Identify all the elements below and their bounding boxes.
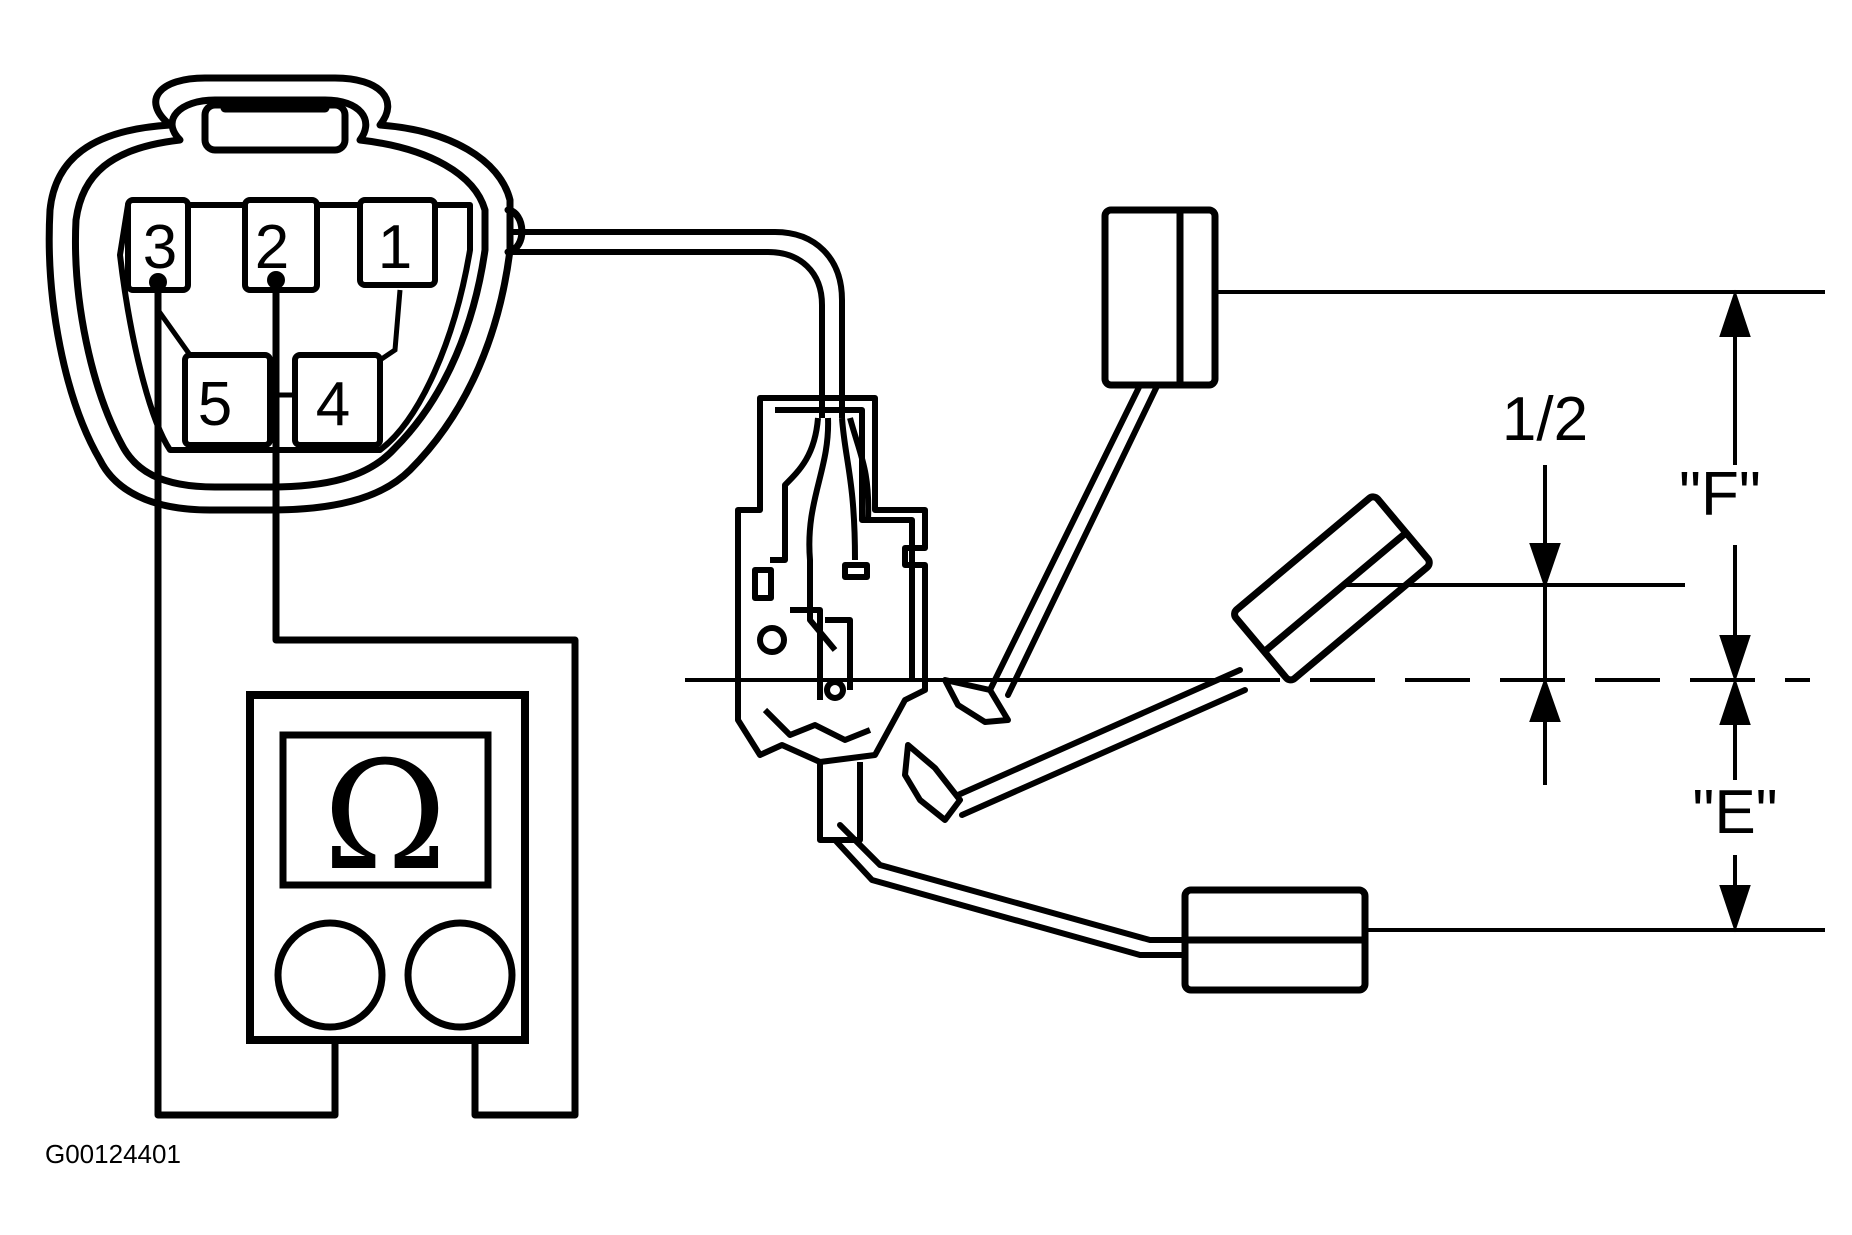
pin-label-5: 5 (198, 370, 232, 439)
float-half (1231, 493, 1433, 684)
half-dimension-label: 1/2 (1502, 385, 1588, 454)
pin-4-cavity (292, 352, 383, 448)
sender-harness (510, 229, 845, 418)
figure-code: G00124401 (45, 1139, 181, 1169)
floats (1101, 206, 1433, 994)
ohm-symbol: Ω (323, 730, 447, 904)
pin-5-cavity (182, 352, 273, 448)
pin-label-4: 4 (316, 370, 350, 439)
sender-connector (45, 74, 526, 514)
empty-dimension-label: "E" (1692, 778, 1777, 847)
pin-1-cavity (357, 197, 438, 288)
float-arm-half (955, 667, 1248, 818)
ohmmeter-test-leads (154, 280, 579, 1119)
ohmmeter: Ω (246, 691, 529, 1044)
pin-label-2: 2 (255, 213, 289, 282)
float-empty (1181, 886, 1369, 994)
ohmmeter-display (279, 731, 492, 889)
float-arm-full (987, 372, 1163, 698)
pin-2-cavity (242, 197, 320, 293)
ohmmeter-jack-right (404, 919, 516, 1031)
fuel-sender-unit (735, 395, 928, 843)
float-full (1101, 206, 1219, 389)
pin-label-1: 1 (378, 213, 412, 282)
dimension-arrows (1529, 289, 1751, 933)
ohmmeter-jack-left (274, 919, 386, 1031)
float-arms (832, 372, 1253, 958)
full-dimension-label: "F" (1679, 460, 1761, 529)
reference-lines (685, 290, 1825, 932)
connector-pin-cavities (125, 197, 438, 448)
pin-label-3: 3 (143, 213, 177, 282)
